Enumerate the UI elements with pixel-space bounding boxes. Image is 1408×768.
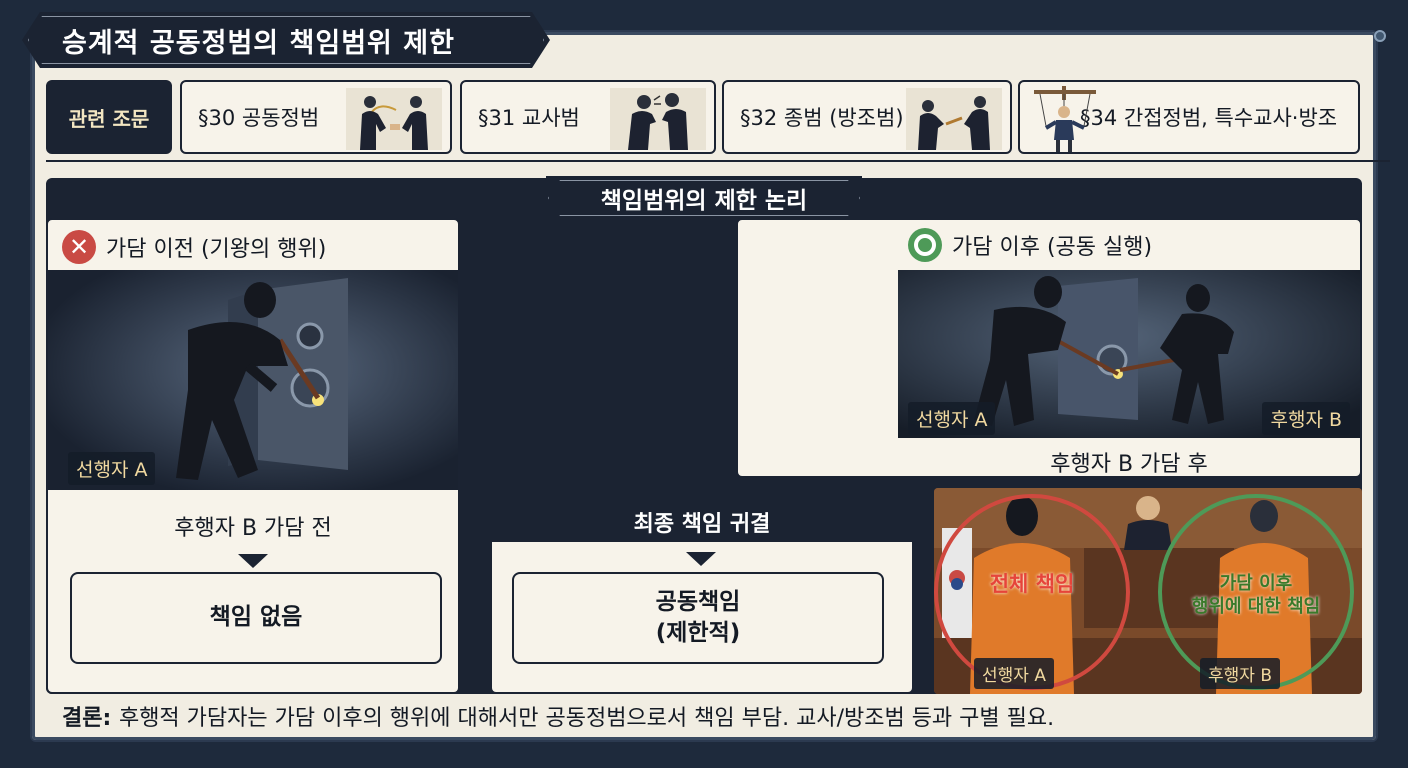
down-arrow-icon: [238, 554, 268, 568]
after-header: 가담 이후 (공동 실행): [898, 222, 1162, 268]
before-result-box: 책임 없음: [70, 572, 442, 664]
before-header: ✕ 가담 이전 (기왕의 행위): [48, 220, 458, 274]
reference-card-30: §30 공동정범: [180, 80, 452, 154]
frame-rivet: [1374, 30, 1386, 42]
before-tag-a: 선행자 A: [68, 452, 156, 485]
right-arrow-icon: [716, 350, 736, 374]
whisper-figures-icon: [610, 88, 706, 150]
reference-text-32: §32 종범 (방조범): [740, 106, 904, 130]
court-circle-b-line2: 행위에 대한 책임: [1191, 596, 1321, 618]
reference-label: 관련 조문: [46, 80, 172, 154]
puppet-marionette-icon: [1034, 86, 1096, 152]
circle-check-icon: [908, 228, 942, 262]
handing-tool-figures-icon: [906, 88, 1002, 150]
final-header: 최종 책임 귀결: [490, 500, 914, 544]
reference-card-34: §34 간접정범, 특수교사·방조: [1018, 80, 1360, 154]
reference-card-32: §32 종범 (방조범): [722, 80, 1012, 154]
final-result-line2: (제한적): [655, 620, 741, 646]
reference-card-31: §31 교사범: [460, 80, 716, 154]
conclusion: 결론: 후행적 가담자는 가담 이후의 행위에 대해서만 공동정범으로서 책임 …: [62, 700, 1054, 732]
before-result-text: 책임 없음: [209, 604, 303, 631]
handshake-figures-icon: [346, 88, 442, 150]
court-circle-b-line1: 가담 이후: [1219, 573, 1293, 594]
conclusion-key: 결론:: [62, 706, 112, 731]
court-circle-a-text: 전체 책임: [989, 572, 1075, 596]
final-result-box: 공동책임 (제한적): [512, 572, 884, 664]
before-header-text: 가담 이전 (기왕의 행위): [106, 237, 327, 262]
after-scene-image: 선행자 A 후행자 B: [898, 270, 1360, 438]
court-tag-b: 후행자 B: [1200, 658, 1280, 689]
court-tag-a: 선행자 A: [974, 658, 1054, 689]
conclusion-text: 후행적 가담자는 가담 이후의 행위에 대해서만 공동정범으로서 책임 부담. …: [118, 706, 1055, 731]
after-caption: 후행자 B 가담 후: [1050, 452, 1208, 477]
courtroom-image: 전체 책임 가담 이후 행위에 대한 책임 선행자 A 후행자 B: [934, 488, 1362, 694]
logic-title: 책임범위의 제한 논리: [546, 176, 862, 220]
title-banner: 승계적 공동정범의 책임범위 제한: [22, 12, 550, 68]
court-circle-b-text: 가담 이후 행위에 대한 책임: [1168, 572, 1344, 619]
before-panel: ✕ 가담 이전 (기왕의 행위) 선행자 A 후행자 B 가담 전 책임 없음: [46, 218, 460, 694]
divider: [46, 160, 1390, 162]
before-scene-image: 선행자 A: [48, 270, 458, 490]
reference-text-30: §30 공동정범: [198, 106, 320, 130]
after-header-text: 가담 이후 (공동 실행): [952, 235, 1153, 260]
final-result-line1: 공동책임: [655, 588, 741, 615]
down-arrow-icon-final: [686, 552, 716, 566]
reference-text-34: §34 간접정범, 특수교사·방조: [1080, 106, 1338, 130]
before-caption: 후행자 B 가담 전: [174, 516, 332, 541]
after-tag-a: 선행자 A: [908, 402, 996, 435]
final-header-text: 최종 책임 귀결: [633, 512, 771, 537]
reference-text-31: §31 교사범: [478, 106, 580, 130]
x-mark-icon: ✕: [62, 230, 96, 264]
after-tag-b: 후행자 B: [1262, 402, 1350, 435]
